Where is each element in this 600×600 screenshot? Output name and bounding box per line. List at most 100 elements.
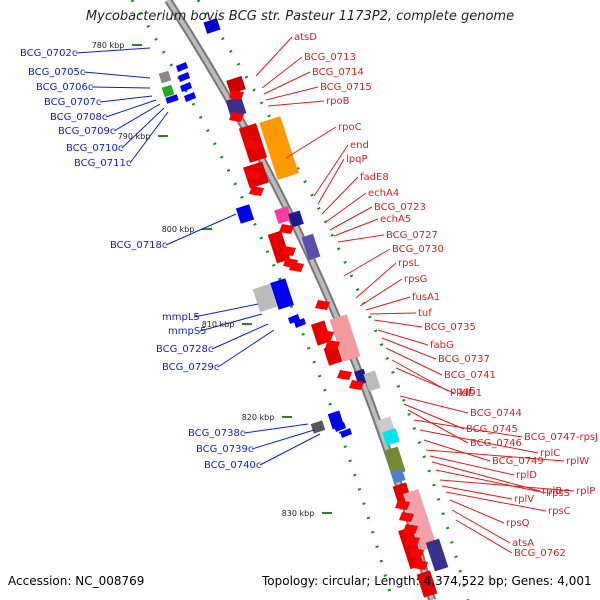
forward-label-leader [455,519,513,554]
forward-gene-arrow [229,90,244,100]
forward-gene-arrow [403,524,418,534]
forward-gene-block [203,18,221,34]
forward-gene-label: atsD [294,32,317,43]
forward-gene-label: BCG_0762 [514,548,566,559]
forward-gene-arrow [395,500,410,510]
forward-label-leader [399,395,469,414]
forward-gene-label: BCG_0741 [444,370,496,381]
forward-gene-block [301,233,321,261]
forward-gene-block [226,75,246,95]
forward-gene-label: BCG_0745 [466,424,518,435]
reverse-label-leader [83,71,151,79]
forward-gene-arrow [245,140,260,150]
backbone-line [166,0,434,600]
reverse-gene-arrow [294,318,306,328]
reverse-label-leader [75,47,151,54]
kbp-label: 780 kbp [92,41,125,50]
topology-text: Topology: circular; Length: 4,374,522 bp… [262,574,592,588]
reverse-gene-label: mmpL5 [162,312,200,323]
forward-gene-label: BCG_0737 [438,354,490,365]
forward-gene-label: BCG_0747-rpsJ [524,432,598,443]
forward-gene-block [382,428,400,446]
forward-gene-block [416,570,438,598]
forward-label-leader [265,86,319,101]
forward-labels: atsDBCG_0713BCG_0714BCG_0715rpoBrpoCendl… [255,32,598,559]
reverse-gene-label: BCG_0740c [204,460,261,471]
forward-label-leader [423,439,491,462]
forward-gene-label: atsA [512,538,534,549]
forward-gene-label: BCG_0730 [392,244,444,255]
reverse-gene-label: BCG_0706c [36,82,93,93]
forward-gene-arrow [325,340,340,350]
forward-gene-label: echA5 [380,214,411,225]
reverse-gene-label: BCG_0707c [44,97,101,108]
forward-gene-label: rplV [514,494,534,505]
forward-label-leader [373,319,423,328]
reverse-gene-arrow [180,82,192,92]
forward-gene-label: BCG_0714 [312,67,364,78]
reverse-gene-arrow [288,314,300,324]
forward-gene-label: rplW [566,456,589,467]
forward-label-leader [431,461,541,492]
forward-gene-arrow [405,536,420,546]
forward-gene-block [425,538,449,572]
forward-label-leader [369,312,417,315]
forward-gene-label: BCG_0746 [470,438,522,449]
forward-gene-label: BCG_0715 [320,82,372,93]
forward-gene-block [259,116,299,180]
forward-label-leader [313,144,349,197]
reverse-gene-block [252,283,278,313]
forward-gene-label: lldD1 [456,388,482,399]
forward-label-leader [445,491,547,512]
forward-gene-arrow [249,186,264,196]
reverse-label-leader [113,103,161,132]
forward-label-leader [425,449,565,462]
reverse-labels: BCG_0702cBCG_0705cBCG_0706cBCG_0707cBCG_… [20,47,321,471]
forward-gene-label: rpoB [326,96,350,107]
forward-gene-block [225,95,247,119]
forward-gene-block [384,446,406,476]
forward-gene-label: BCG_0735 [424,322,476,333]
forward-gene-block [267,230,291,264]
reverse-gene-label: BCG_0705c [28,67,85,78]
forward-gene-label: lpqP [346,154,368,165]
reverse-gene-label: mmpS5 [168,326,207,337]
forward-gene-label: BCG_0713 [304,52,356,63]
forward-gene-label: rpsS [548,488,570,499]
reverse-gene-blocks [158,62,352,438]
reverse-gene-label: BCG_0729c [162,362,219,373]
reverse-label-leader [105,99,157,118]
reverse-gene-label: BCG_0739c [196,444,253,455]
forward-label-leader [381,337,437,360]
reverse-label-leader [129,111,169,164]
forward-label-leader [343,248,391,277]
reverse-gene-label: BCG_0711c [74,158,131,169]
forward-gene-arrow [349,380,364,390]
forward-gene-label: rpsG [404,274,427,285]
forward-gene-block [363,370,381,392]
forward-label-leader [439,479,575,492]
kbp-label: 800 kbp [162,225,195,234]
reverse-gene-block [165,94,179,104]
forward-gene-label: rpsC [548,506,571,517]
forward-label-leader [261,56,303,89]
reverse-gene-block [270,278,294,310]
reverse-gene-label: BCG_0728c [156,344,213,355]
reverse-label-leader [193,303,259,318]
forward-label-leader [325,192,367,223]
forward-gene-arrow [229,112,244,122]
forward-label-leader [337,234,385,243]
forward-label-leader [355,262,397,299]
forward-gene-label: BCG_0723 [374,202,426,213]
forward-gene-label: fadE8 [360,172,389,183]
reverse-label-leader [99,95,153,103]
forward-label-leader [267,100,325,107]
accession-text: Accession: NC_008769 [8,574,145,588]
forward-gene-label: end [350,140,369,151]
forward-gene-label: rplB [542,486,562,497]
reverse-gene-arrow [184,92,196,102]
forward-gene-arrow [409,548,424,558]
forward-gene-block [323,344,343,366]
forward-gene-label: rplD [516,470,537,481]
